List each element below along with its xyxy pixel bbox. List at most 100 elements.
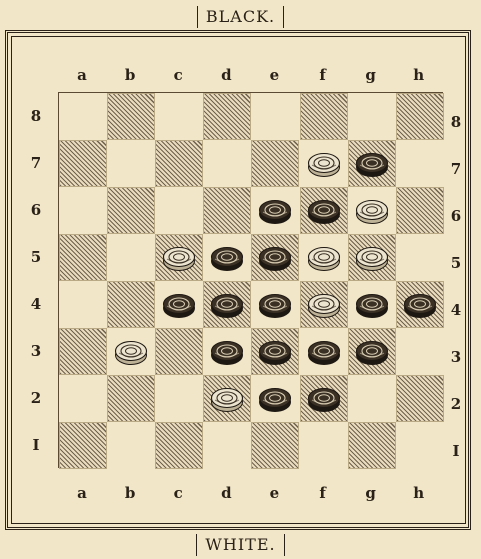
square-f2[interactable] (300, 375, 348, 422)
white-checker-f5[interactable] (307, 244, 341, 272)
square-a3[interactable] (59, 328, 107, 375)
black-checker-c4[interactable] (162, 291, 196, 319)
file-label-top-b: b (120, 66, 140, 84)
black-checker-f6[interactable] (307, 197, 341, 225)
black-checker-e2[interactable] (258, 385, 292, 413)
square-d7[interactable] (203, 140, 251, 187)
square-e6[interactable] (251, 187, 299, 234)
square-d1[interactable] (203, 422, 251, 469)
file-label-bottom-e: e (264, 484, 284, 502)
square-e8[interactable] (251, 93, 299, 140)
black-checker-g4[interactable] (355, 291, 389, 319)
square-f7[interactable] (300, 140, 348, 187)
black-checker-d3[interactable] (210, 338, 244, 366)
square-g5[interactable] (348, 234, 396, 281)
square-d2[interactable] (203, 375, 251, 422)
square-b2[interactable] (107, 375, 155, 422)
square-e5[interactable] (251, 234, 299, 281)
black-checker-e3[interactable] (258, 338, 292, 366)
rank-label-right-2: 2 (446, 395, 466, 413)
rank-label-right-3: 3 (446, 348, 466, 366)
file-label-top-c: c (168, 66, 188, 84)
square-f8[interactable] (300, 93, 348, 140)
white-checker-c5[interactable] (162, 244, 196, 272)
square-g6[interactable] (348, 187, 396, 234)
black-checker-g3[interactable] (355, 338, 389, 366)
square-e4[interactable] (251, 281, 299, 328)
square-f1[interactable] (300, 422, 348, 469)
white-checker-g6[interactable] (355, 197, 389, 225)
black-checker-g7[interactable] (355, 150, 389, 178)
square-b5[interactable] (107, 234, 155, 281)
square-b6[interactable] (107, 187, 155, 234)
square-e7[interactable] (251, 140, 299, 187)
square-h8[interactable] (396, 93, 444, 140)
square-a7[interactable] (59, 140, 107, 187)
square-h5[interactable] (396, 234, 444, 281)
black-checker-d5[interactable] (210, 244, 244, 272)
square-d6[interactable] (203, 187, 251, 234)
rank-label-right-8: 8 (446, 113, 466, 131)
rank-label-left-2: 2 (26, 389, 46, 407)
square-c5[interactable] (155, 234, 203, 281)
square-e3[interactable] (251, 328, 299, 375)
square-c3[interactable] (155, 328, 203, 375)
square-h3[interactable] (396, 328, 444, 375)
square-b8[interactable] (107, 93, 155, 140)
square-f5[interactable] (300, 234, 348, 281)
rank-label-right-7: 7 (446, 160, 466, 178)
black-checker-f3[interactable] (307, 338, 341, 366)
square-g7[interactable] (348, 140, 396, 187)
black-checker-h4[interactable] (403, 291, 437, 319)
square-e2[interactable] (251, 375, 299, 422)
square-a6[interactable] (59, 187, 107, 234)
file-label-top-g: g (361, 66, 381, 84)
square-g8[interactable] (348, 93, 396, 140)
square-c7[interactable] (155, 140, 203, 187)
square-f6[interactable] (300, 187, 348, 234)
square-d3[interactable] (203, 328, 251, 375)
black-checker-d4[interactable] (210, 291, 244, 319)
square-e1[interactable] (251, 422, 299, 469)
square-b4[interactable] (107, 281, 155, 328)
square-g1[interactable] (348, 422, 396, 469)
black-checker-f2[interactable] (307, 385, 341, 413)
white-checker-d2[interactable] (210, 385, 244, 413)
square-g4[interactable] (348, 281, 396, 328)
white-player-label: WHITE. (196, 534, 284, 556)
square-h1[interactable] (396, 422, 444, 469)
black-checker-e4[interactable] (258, 291, 292, 319)
square-h4[interactable] (396, 281, 444, 328)
black-checker-e6[interactable] (258, 197, 292, 225)
square-b7[interactable] (107, 140, 155, 187)
square-d8[interactable] (203, 93, 251, 140)
square-f4[interactable] (300, 281, 348, 328)
square-a4[interactable] (59, 281, 107, 328)
square-d5[interactable] (203, 234, 251, 281)
square-a8[interactable] (59, 93, 107, 140)
square-d4[interactable] (203, 281, 251, 328)
black-checker-e5[interactable] (258, 244, 292, 272)
square-c6[interactable] (155, 187, 203, 234)
square-a5[interactable] (59, 234, 107, 281)
square-g3[interactable] (348, 328, 396, 375)
square-c2[interactable] (155, 375, 203, 422)
square-c4[interactable] (155, 281, 203, 328)
white-checker-f7[interactable] (307, 150, 341, 178)
white-checker-b3[interactable] (114, 338, 148, 366)
file-label-bottom-h: h (409, 484, 429, 502)
square-b1[interactable] (107, 422, 155, 469)
white-checker-g5[interactable] (355, 244, 389, 272)
square-h7[interactable] (396, 140, 444, 187)
square-g2[interactable] (348, 375, 396, 422)
square-h2[interactable] (396, 375, 444, 422)
square-f3[interactable] (300, 328, 348, 375)
square-c1[interactable] (155, 422, 203, 469)
white-checker-f4[interactable] (307, 291, 341, 319)
square-a2[interactable] (59, 375, 107, 422)
rank-label-right-4: 4 (446, 301, 466, 319)
square-b3[interactable] (107, 328, 155, 375)
square-h6[interactable] (396, 187, 444, 234)
square-a1[interactable] (59, 422, 107, 469)
square-c8[interactable] (155, 93, 203, 140)
